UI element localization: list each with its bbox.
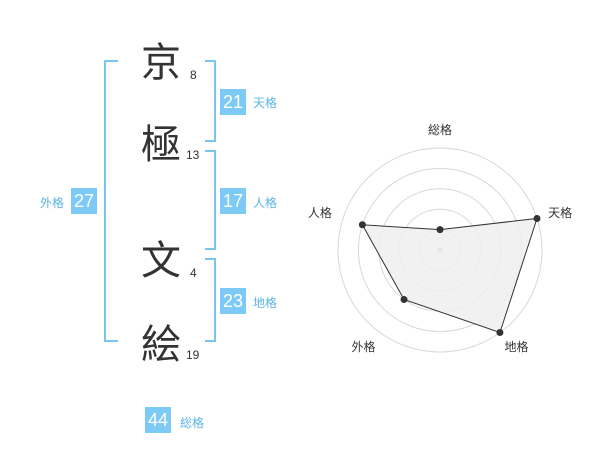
chikaku-value: 23 bbox=[220, 288, 247, 314]
gaikaku-label: 外格 bbox=[40, 196, 65, 210]
stroke-count-4: 19 bbox=[186, 348, 200, 362]
radar-axis-label-5: 人格 bbox=[307, 205, 332, 220]
radar-point-5 bbox=[358, 221, 366, 229]
stroke-count-2: 13 bbox=[186, 148, 200, 162]
name-char-1: 京 bbox=[141, 40, 181, 86]
chikaku-label: 地格 bbox=[253, 296, 278, 310]
radar-ring-5 bbox=[337, 147, 543, 353]
radar-axis-label-1: 総格 bbox=[428, 123, 453, 137]
gaikaku-value: 27 bbox=[71, 188, 98, 214]
jinkaku-value: 17 bbox=[220, 188, 247, 214]
radar-point-2 bbox=[533, 214, 541, 222]
radar-series-polygon bbox=[361, 217, 538, 334]
tenkaku-bracket bbox=[205, 60, 216, 142]
radar-point-1 bbox=[436, 226, 444, 234]
radar-axis-label-2: 天格 bbox=[548, 205, 573, 220]
stroke-count-3: 4 bbox=[190, 266, 197, 280]
tenkaku-label: 天格 bbox=[253, 96, 278, 110]
stroke-count-1: 8 bbox=[190, 68, 197, 82]
radar-axis-label-3: 地格 bbox=[504, 340, 529, 355]
tenkaku-value: 21 bbox=[220, 89, 247, 115]
radar-point-3 bbox=[496, 329, 504, 337]
name-char-3: 文 bbox=[141, 238, 181, 284]
name-char-2: 極 bbox=[141, 122, 181, 168]
radar-shape bbox=[358, 214, 541, 337]
jinkaku-bracket bbox=[205, 150, 216, 250]
gaikaku-bracket bbox=[104, 60, 118, 342]
name-char-4: 絵 bbox=[141, 322, 181, 368]
soukaku-label: 総格 bbox=[180, 416, 205, 430]
radar-axis-label-4: 外格 bbox=[351, 340, 376, 355]
jinkaku-label: 人格 bbox=[253, 196, 278, 210]
soukaku-value: 44 bbox=[145, 407, 172, 433]
radar-point-4 bbox=[400, 296, 408, 304]
chikaku-bracket bbox=[205, 258, 216, 342]
